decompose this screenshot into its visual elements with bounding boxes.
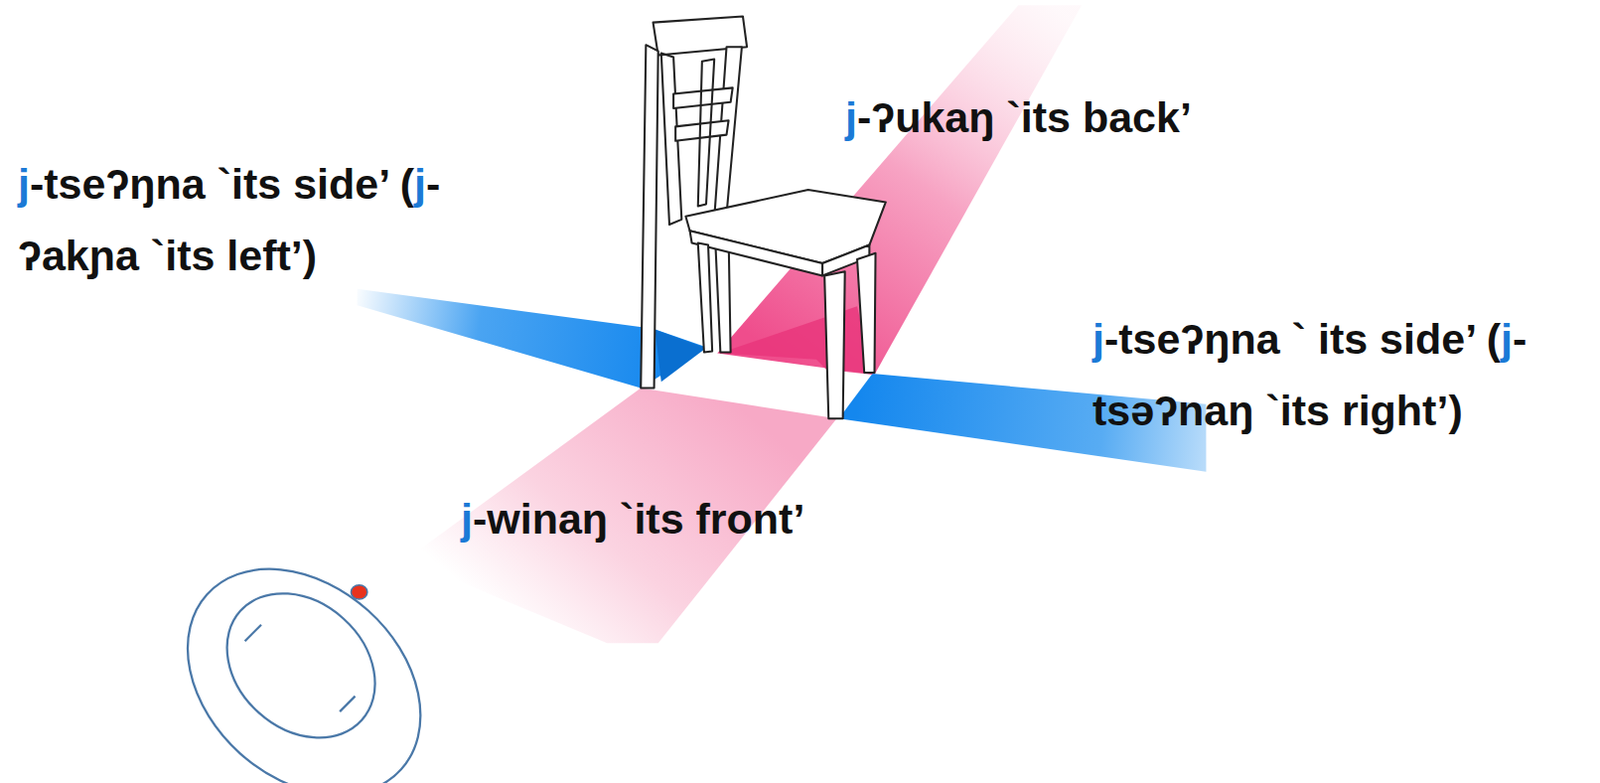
prefix-letter: j — [845, 93, 858, 142]
prefix-letter: j — [1500, 314, 1513, 363]
direction-label: j-tseʔŋna ` its side’ (j-tsəʔnaŋ `its ri… — [1092, 302, 1596, 446]
direction-label: j-tseʔŋna `its side’ (j-ʔakɲa `its left’… — [17, 147, 497, 291]
left-shadow — [655, 329, 707, 382]
back-band — [717, 4, 1082, 375]
direction-label: j-ʔukaŋ `its back’ — [845, 81, 1402, 153]
back-shadow — [719, 305, 873, 375]
prefix-letter: j — [1092, 314, 1105, 363]
direction-label: j-winaŋ `its front’ — [460, 482, 978, 555]
prefix-letter: j — [460, 494, 473, 543]
prefix-letter: j — [17, 159, 30, 208]
prefix-letter: j — [414, 159, 427, 208]
chair — [640, 15, 886, 419]
head-top-view — [143, 523, 466, 783]
